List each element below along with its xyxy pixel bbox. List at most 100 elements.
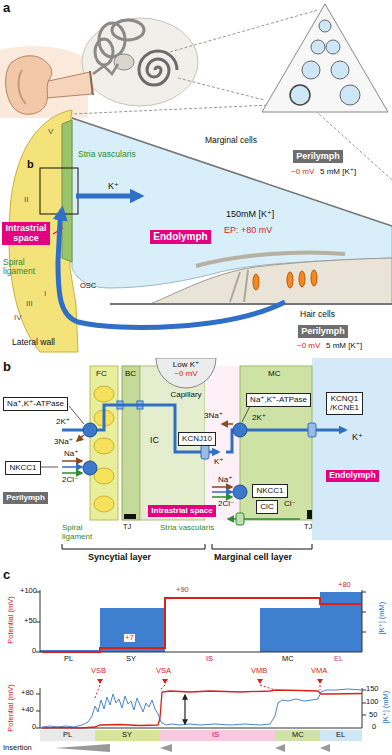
- ion-arrow: [222, 423, 233, 425]
- ion-arrow: [62, 424, 300, 519]
- callout-number: IV: [14, 314, 22, 323]
- region-label: Marginal cells: [205, 136, 257, 145]
- recording-trace: [36, 688, 366, 752]
- transporter-symbol: [308, 423, 316, 437]
- transporter-symbol: [233, 485, 247, 499]
- transporter-symbol: [201, 445, 209, 459]
- ion-label: 2K⁺: [56, 418, 70, 427]
- bracket: [212, 544, 312, 549]
- transporter-box: Na⁺,K⁺-ATPase: [246, 393, 311, 407]
- value-label: +90: [176, 586, 189, 594]
- ear-illustration: [19, 70, 26, 104]
- ion-label: Na⁺: [64, 450, 78, 459]
- node-text: Na⁺,K⁺-ATPase: [250, 395, 307, 404]
- compartment-label: PL: [63, 731, 72, 739]
- compartment-box: Intrastrial space: [2, 222, 50, 245]
- tick-label: +100: [20, 587, 37, 595]
- recording-trace: [160, 730, 275, 741]
- cochlea-section: [302, 61, 320, 79]
- zoom-line: [72, 10, 392, 180]
- bar-chart: [36, 590, 366, 698]
- cochlea-section: [290, 85, 310, 105]
- recording-trace: [42, 690, 362, 728]
- recording-trace: [40, 730, 95, 741]
- organ-of-corti: [311, 270, 317, 286]
- organ-of-corti: [230, 272, 240, 302]
- ion-arrow: [62, 466, 82, 468]
- ion-label: K⁺: [214, 458, 224, 467]
- compartment-box: Intrastrial space: [148, 505, 216, 517]
- zoom-line: [308, 104, 392, 180]
- node-text: KCNJ10: [182, 434, 212, 443]
- recording-trace: [184, 695, 185, 724]
- organ-of-corti: [110, 253, 392, 305]
- tick-label: 0: [32, 647, 36, 655]
- ion-label: 2K⁺: [252, 414, 266, 423]
- ear-illustration: [6, 56, 52, 114]
- panel-letter: b: [3, 360, 11, 374]
- panel-letter: b: [27, 158, 34, 170]
- node-text: Intrastrial space: [151, 506, 213, 515]
- region-label: OSC: [80, 282, 96, 290]
- voltage-label: VMB: [251, 667, 267, 675]
- region-label: Stria vascularis: [78, 150, 136, 159]
- cell-layers: [307, 510, 312, 519]
- cell-layers: [90, 358, 392, 540]
- axis-title: [K⁺] (mM): [378, 602, 386, 635]
- region-label: Spiral ligament: [3, 258, 53, 277]
- transporter-symbol: [233, 423, 247, 437]
- ion-label: 3Na⁺: [54, 438, 73, 447]
- bar-chart: [40, 590, 362, 652]
- capillary: Low K⁺~0 mVCapillary: [150, 358, 222, 400]
- tick-label: 150: [366, 685, 379, 693]
- bracket: [62, 544, 312, 549]
- transporter-box: NKCC1: [252, 484, 288, 498]
- compartment-label: EL: [336, 731, 345, 739]
- region-label: Stria vascularis: [160, 524, 214, 533]
- cochlea-section: [262, 4, 388, 112]
- recording-trace: [36, 690, 366, 728]
- zoom-line: [178, 78, 264, 100]
- node-text: Perilymph: [6, 493, 45, 502]
- leader-line: [69, 406, 84, 424]
- ion-label: 2Cl⁻: [62, 476, 78, 485]
- ion-label: 2Cl⁻: [218, 500, 234, 509]
- voltage-label: VMA: [311, 667, 327, 675]
- node-text: ~0 mV: [150, 369, 222, 378]
- region-label: Hair cells: [300, 310, 335, 319]
- node-text: NKCC1: [9, 463, 37, 472]
- value-label: +7: [124, 634, 135, 642]
- cochlea-section: [262, 4, 388, 112]
- compartment-label: IS: [212, 731, 219, 739]
- ion-label: 3Na⁺: [204, 412, 223, 421]
- ion-arrow: [212, 496, 232, 498]
- zoom-line: [170, 10, 318, 52]
- ion-label: K⁺: [108, 182, 119, 192]
- axis-title: [K⁺] (mM): [382, 691, 390, 724]
- zoom-line: [72, 104, 292, 114]
- axis-title: Potential (mV): [7, 596, 15, 644]
- organ-of-corti: [150, 258, 392, 304]
- tick-label: 0: [32, 723, 36, 731]
- bracket: [62, 544, 205, 549]
- stria-band: [62, 120, 72, 262]
- tick-label: +50: [24, 617, 37, 625]
- compartment-box: Perilymph: [298, 325, 348, 338]
- tick-label: 50: [369, 711, 377, 719]
- ear-illustration: [112, 20, 144, 40]
- cell-layers: [94, 386, 114, 402]
- ear-illustration: [139, 51, 177, 85]
- node-text: Low K⁺: [150, 360, 222, 369]
- cell-label: BC: [125, 370, 136, 379]
- value-label: EP: +80 mV: [224, 226, 272, 236]
- ion-arrow: [77, 435, 84, 441]
- value-label: 5 mM [K⁺]: [326, 342, 362, 351]
- transporter-symbol: [83, 461, 97, 475]
- ion-arrow: [62, 472, 82, 474]
- transporter-box: KCNQ1 /KCNE1: [326, 392, 363, 415]
- axis-title: Potential (mV): [7, 684, 15, 732]
- transporter-symbol: [83, 423, 97, 437]
- recording-trace: [40, 688, 362, 728]
- callout-number: I: [44, 290, 46, 299]
